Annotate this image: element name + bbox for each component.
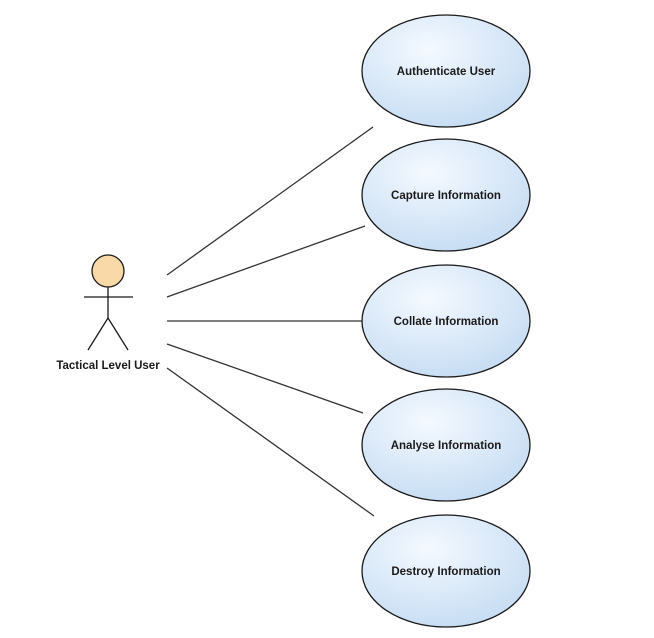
use-case-label: Capture Information <box>391 190 501 202</box>
actor-head <box>91 254 125 288</box>
associations <box>166 126 375 517</box>
use-case-ellipse <box>361 388 531 502</box>
association-authenticate-user <box>166 126 374 276</box>
association-capture-information <box>166 225 366 298</box>
actor-left-leg <box>87 317 109 351</box>
use-case-destroy-information[interactable]: Destroy Information <box>361 514 531 628</box>
actor-label: Tactical Level User <box>56 360 160 372</box>
use-case-ellipse <box>361 14 531 128</box>
association-destroy-information <box>166 367 375 517</box>
actor-tactical-level-user[interactable]: Tactical Level User <box>56 254 160 372</box>
use-case-analyse-information[interactable]: Analyse Information <box>361 388 531 502</box>
actor-right-leg <box>107 317 129 351</box>
use-case-label: Authenticate User <box>397 66 496 78</box>
use-case-label: Collate Information <box>394 316 499 328</box>
use-case-label: Destroy Information <box>391 566 500 578</box>
use-case-authenticate-user[interactable]: Authenticate User <box>361 14 531 128</box>
association-analyse-information <box>166 343 364 414</box>
use-case-label: Analyse Information <box>391 440 502 452</box>
use-case-collate-information[interactable]: Collate Information <box>361 264 531 378</box>
use-case-ellipse <box>361 138 531 252</box>
use-case-ellipse <box>361 514 531 628</box>
use-case-ellipse <box>361 264 531 378</box>
use-case-capture-information[interactable]: Capture Information <box>361 138 531 252</box>
